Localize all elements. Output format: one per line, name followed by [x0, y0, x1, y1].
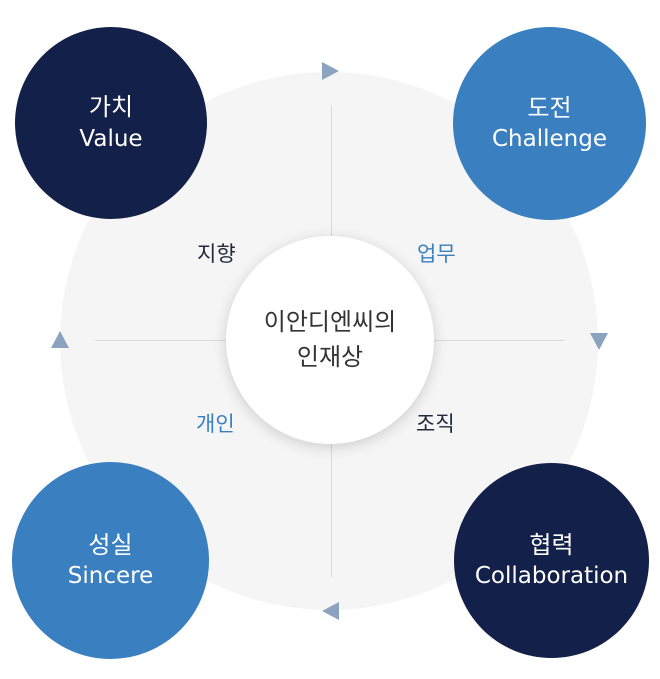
value-english-label: Value — [79, 125, 143, 152]
individual-label: 개인 — [196, 412, 235, 436]
work-label: 업무 — [417, 242, 456, 266]
value-circle: 가치 Value — [15, 27, 207, 219]
collaboration-korean-label: 협력 — [529, 530, 574, 559]
center-title-line1: 이안디엔씨의 — [263, 308, 397, 337]
sincere-korean-label: 성실 — [88, 530, 133, 559]
arrow-up-icon — [51, 331, 69, 348]
center-title-circle: 이안디엔씨의 인재상 — [226, 236, 434, 444]
value-korean-label: 가치 — [88, 93, 134, 122]
challenge-circle: 도전 Challenge — [453, 27, 646, 220]
sincere-english-label: Sincere — [67, 563, 154, 590]
arrow-left-icon — [322, 602, 339, 620]
organization-label: 조직 — [416, 412, 455, 436]
collaboration-circle: 협력 Collaboration — [454, 463, 649, 658]
sincere-circle: 성실 Sincere — [12, 462, 209, 659]
collaboration-english-label: Collaboration — [474, 563, 629, 590]
arrow-down-icon — [590, 333, 608, 350]
challenge-korean-label: 도전 — [527, 93, 572, 122]
center-title-line2: 인재상 — [296, 343, 364, 371]
challenge-english-label: Challenge — [492, 126, 607, 153]
arrow-right-icon — [322, 62, 339, 80]
orientation-label: 지향 — [197, 242, 236, 266]
